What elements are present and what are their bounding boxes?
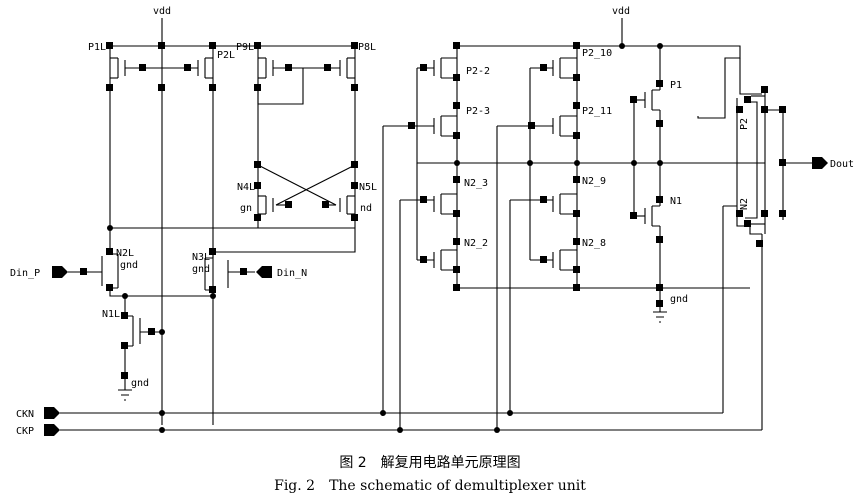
label-p1l: P1L [88,42,106,53]
junction-dots [107,43,663,433]
label-p2-2: P2-2 [466,66,490,77]
din-p-arrow [52,266,68,278]
label-n1: N1 [670,196,682,207]
label-n2-8: N2_8 [582,238,606,249]
label-gnd-tail: gnd [131,378,149,389]
vdd-label-right: vdd [612,6,630,17]
label-gnd-n2l: gnd [120,260,138,271]
label-p2-11: P2_11 [582,106,612,117]
vdd-label-left: vdd [153,6,171,17]
label-din-n: Din_N [277,268,307,279]
labels: vdd vdd P1L P2L P9L P8L N4L N5L gn nd N2… [10,6,854,437]
label-n2-3: N2_3 [464,178,488,189]
label-p2-tgate: P2 [739,118,750,130]
label-gnd-n3l: gnd [192,264,210,275]
label-dout: Dout [830,159,854,170]
label-n2l: N2L [116,248,134,259]
label-nd: nd [360,203,372,214]
ckp-arrow [44,424,60,436]
label-ckp: CKP [16,426,34,437]
din-n-arrow [256,266,272,278]
label-p2-10: P2_10 [582,48,612,59]
label-p9l: P9L [236,42,254,53]
label-n1l: N1L [102,309,120,320]
label-p2l: P2L [217,50,235,61]
label-n5l: N5L [359,182,377,193]
label-gnd-output: gnd [670,294,688,305]
label-ckn: CKN [16,409,34,420]
label-n4l: N4L [237,182,255,193]
label-p2-3: P2-3 [466,106,490,117]
label-gn: gn [240,203,252,214]
label-n2-tgate: N2 [739,198,750,210]
label-din-p: Din_P [10,268,40,279]
port-arrows [44,157,828,436]
ckn-arrow [44,407,60,419]
label-n2-9: N2_9 [582,176,606,187]
label-p8l: P8L [358,42,376,53]
node-squares [80,42,786,379]
label-n2-2: N2_2 [464,238,488,249]
label-n3l: N3L [192,252,210,263]
wires [60,18,818,431]
figure-caption-en: Fig. 2 The schematic of demultiplexer un… [274,478,586,494]
label-p1: P1 [670,80,682,91]
figure-caption-cn: 图 2 解复用电路单元原理图 [339,455,521,471]
dout-arrow [812,157,828,169]
